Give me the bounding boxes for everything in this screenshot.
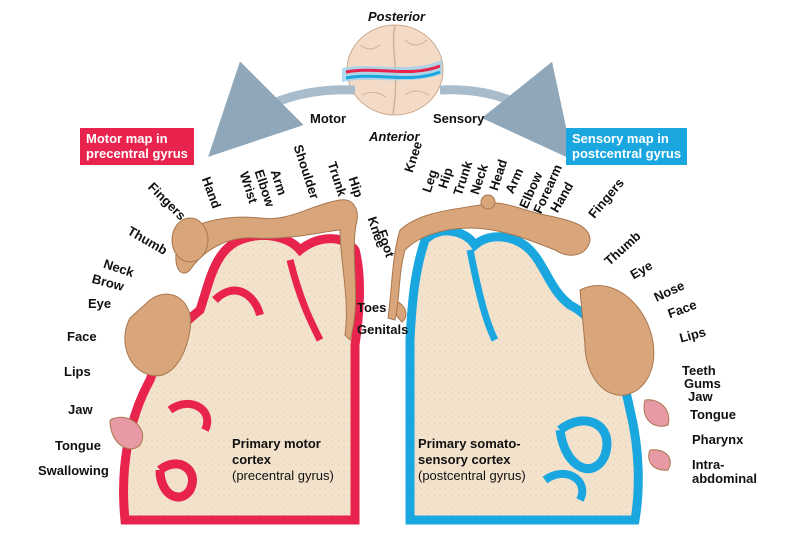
sensory-cortex-slice [405,226,643,525]
sensory-label: Sensory [433,111,485,126]
sensory-label-teeth: Teeth [682,363,716,378]
sensory-cortex-caption-line2: sensory cortex [418,452,511,467]
motor-cortex-caption-line2: cortex [232,452,272,467]
sensory-cortex-caption-line3: (postcentral gyrus) [418,468,526,483]
motor-cortex-caption-line1: Primary motor [232,436,321,451]
motor-homunculus [109,199,407,450]
motor-map-title-box: Motor map in precentral gyrus [80,128,194,165]
sensory-label-intra: Intra- [692,457,725,472]
arrow-to-motor-icon [208,61,356,157]
sensory-label-abdominal: abdominal [692,471,758,486]
sensory-cortex-caption: Primary somato- sensory cortex (postcent… [418,436,526,484]
motor-map-title-line1: Motor map in [86,131,168,146]
motor-label-genitals: Genitals [357,322,409,337]
sensory-label-pharynx: Pharynx [692,432,744,447]
motor-label-eye: Eye [88,296,112,311]
motor-label-toes: Toes [357,300,387,315]
brain-top-view-icon [342,24,444,116]
sensory-map-title-line2: postcentral gyrus [572,146,682,161]
sensory-label-tongue: Tongue [690,407,736,422]
motor-cortex-caption: Primary motor cortex (precentral gyrus) [232,436,334,484]
motor-label-lips: Lips [64,364,91,379]
motor-label-swallowing: Swallowing [38,463,109,478]
sensory-homunculus [387,194,671,471]
motor-label-jaw: Jaw [68,402,93,417]
posterior-label: Posterior [368,9,426,24]
anterior-label: Anterior [369,129,420,144]
motor-map-title-line2: precentral gyrus [86,146,188,161]
sensory-map-title-box: Sensory map in postcentral gyrus [566,128,688,165]
sensory-map-title-line1: Sensory map in [572,131,669,146]
motor-cortex-slice [119,230,364,525]
motor-label-face: Face [67,329,97,344]
motor-cortex-caption-line3: (precentral gyrus) [232,468,334,483]
sensory-label-gums: Gums [684,376,721,391]
arrow-to-sensory-icon [439,61,574,161]
sensory-cortex-caption-line1: Primary somato- [418,436,521,451]
sensory-label-jaw: Jaw [688,389,713,404]
motor-label-tongue: Tongue [55,438,101,453]
motor-label: Motor [310,111,347,126]
